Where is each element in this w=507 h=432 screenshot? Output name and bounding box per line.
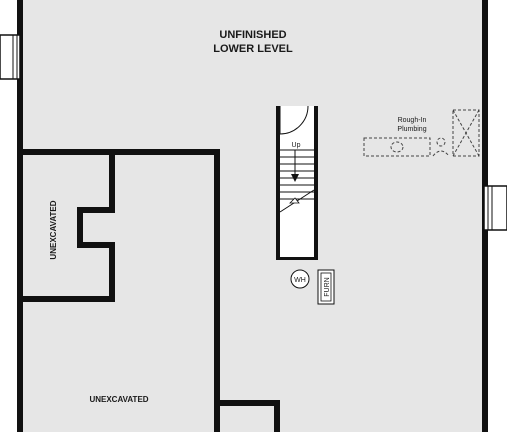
room-label-unfinished-1: UNFINISHED <box>219 29 286 41</box>
staircase <box>276 105 318 260</box>
rough-in-label-1: Rough-In <box>398 117 427 124</box>
stair-label-up: Up <box>292 142 301 149</box>
foundation-walls <box>17 149 280 432</box>
water-heater <box>290 269 310 289</box>
room-label-unfinished-2: LOWER LEVEL <box>213 43 293 55</box>
window-right <box>483 185 507 231</box>
window-left <box>0 34 21 80</box>
furnace <box>317 269 335 305</box>
rough-in-plumbing <box>363 109 480 157</box>
water-heater-label: WH <box>294 277 306 284</box>
floor-area <box>17 0 486 432</box>
rough-in-label-2: Plumbing <box>397 126 426 133</box>
room-label-unexcavated-bottom: UNEXCAVATED <box>89 395 148 404</box>
room-label-unexcavated-left: UNEXCAVATED <box>49 200 58 259</box>
furnace-label: FURN <box>324 277 331 296</box>
